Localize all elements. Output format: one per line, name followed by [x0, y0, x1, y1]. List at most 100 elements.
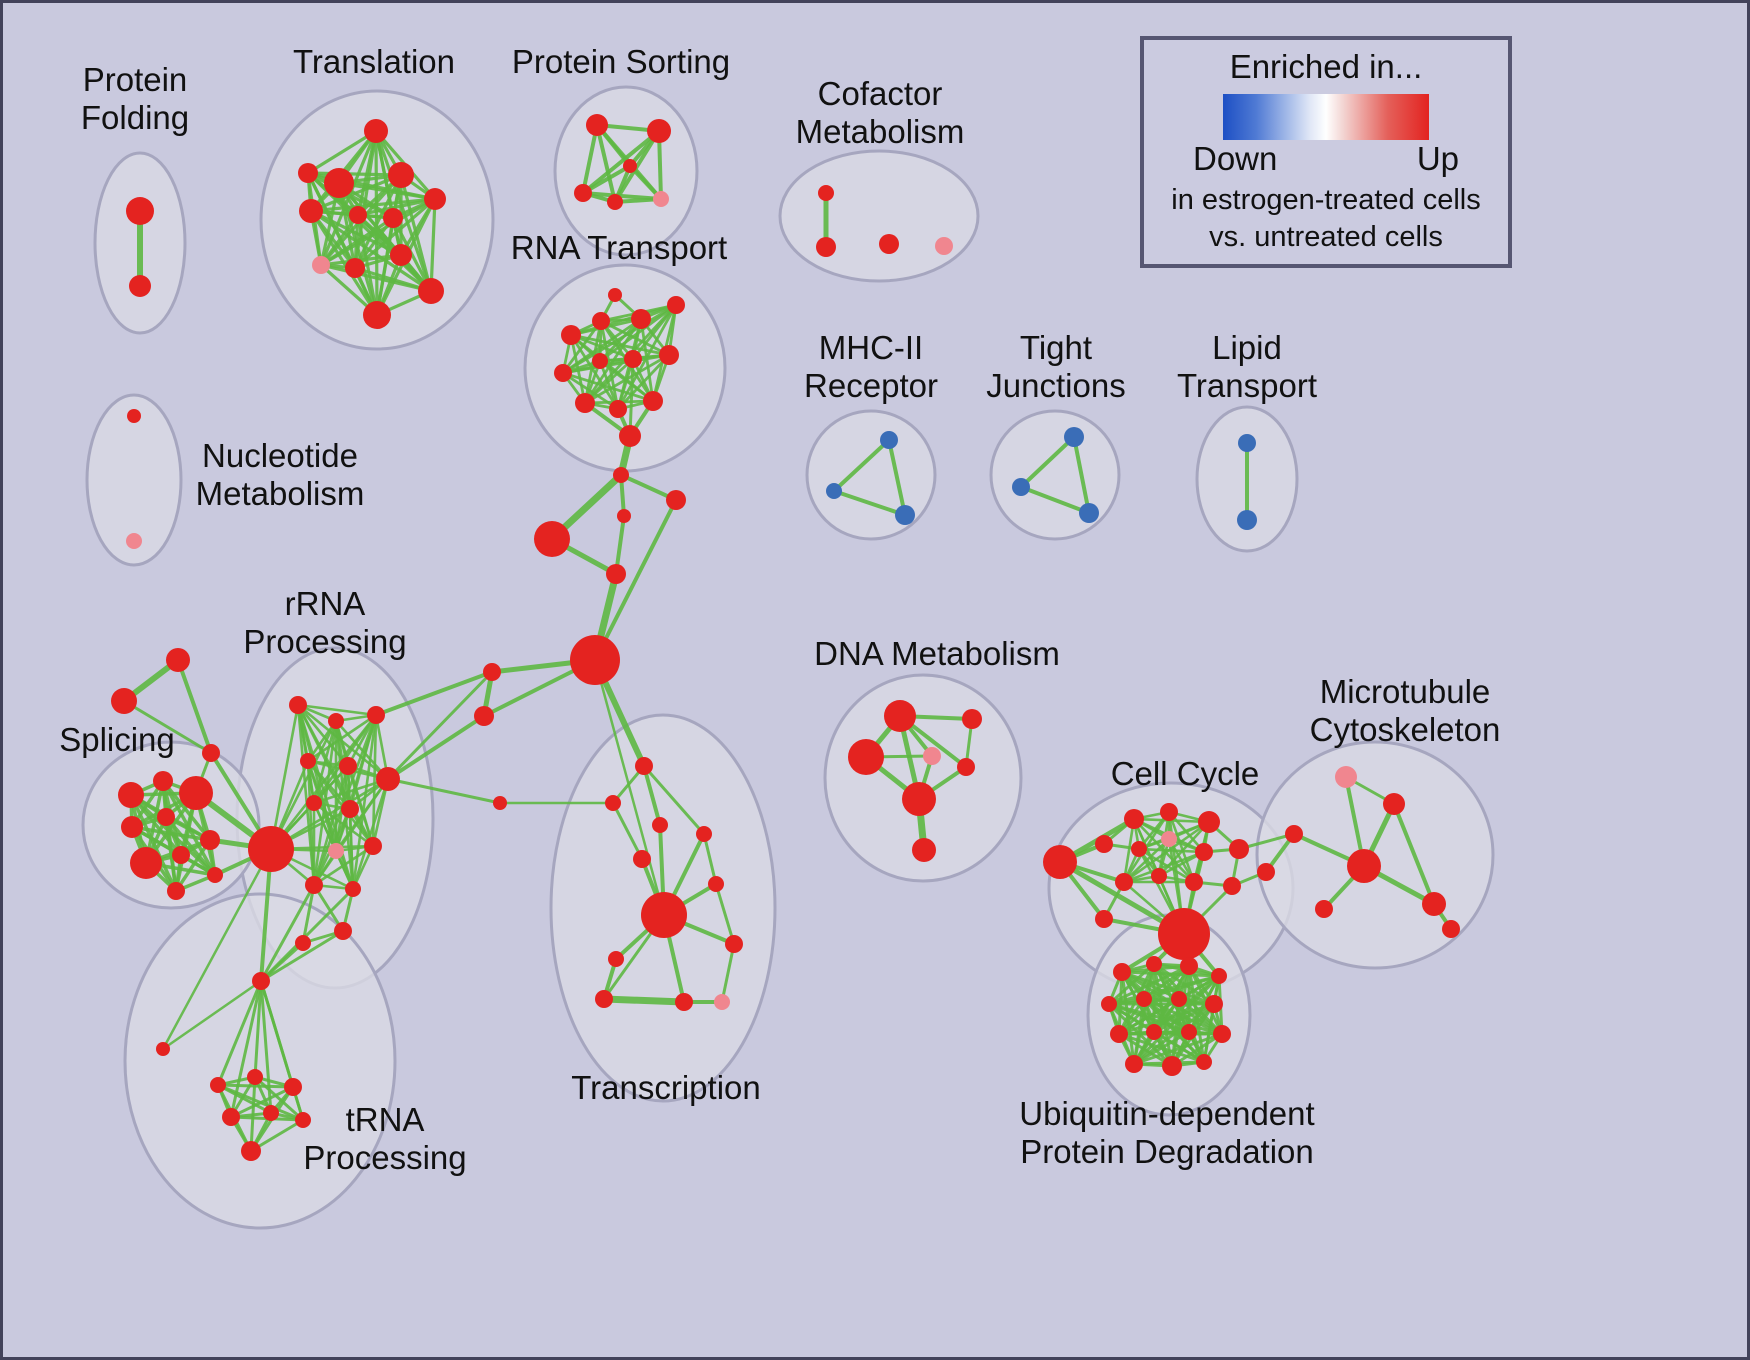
cluster-nucleotide-metabolism-ellipse [85, 393, 183, 567]
node-d2 [962, 709, 982, 729]
node-nm2 [126, 533, 142, 549]
node-u5 [1101, 996, 1117, 1012]
node-cm1 [818, 185, 834, 201]
edge-h7-q6 [386, 714, 486, 781]
node-x3 [202, 744, 220, 762]
cluster-nucleotide-metabolism-label: Metabolism [196, 475, 365, 512]
edge-q5-q12 [312, 764, 350, 887]
edge-q16-tn2 [216, 979, 263, 1087]
edge-hub-tx6 [593, 658, 666, 917]
node-tx6 [641, 892, 687, 938]
node-s2 [647, 119, 671, 143]
cluster-dna-metabolism-label: DNA Metabolism [814, 635, 1060, 672]
node-tn8 [241, 1141, 261, 1161]
edge-q12-q14 [312, 883, 345, 933]
edge-u10-u15 [1152, 1030, 1206, 1064]
node-cc5 [1131, 841, 1147, 857]
node-mt1 [1335, 766, 1357, 788]
edge-r4-r5 [561, 303, 678, 375]
node-r2 [592, 312, 610, 330]
node-r3 [631, 309, 651, 329]
node-cc12 [1185, 873, 1203, 891]
edge-q3-q12 [312, 713, 378, 887]
node-r7 [624, 350, 642, 368]
edge-u2-u5 [1107, 962, 1156, 1006]
node-r8 [659, 345, 679, 365]
edge-q3-q13 [351, 713, 378, 891]
cluster-ubiquitin-dependent-protein-degradation-label: Ubiquitin-dependent [1019, 1095, 1314, 1132]
node-tx11 [675, 993, 693, 1011]
node-u15 [1196, 1054, 1212, 1070]
layer-nodes [111, 114, 1460, 1161]
node-q5 [339, 757, 357, 775]
cluster-ubiquitin-dependent-protein-degradation-label: Protein Degradation [1020, 1133, 1314, 1170]
edge-t5-t7 [356, 197, 437, 217]
node-r6 [592, 353, 608, 369]
edge-h2-hub [593, 498, 678, 662]
cluster-tight-junctions-ellipse [989, 409, 1121, 541]
cluster-cell-cycle-label: Cell Cycle [1111, 755, 1260, 792]
edge-q1-q9 [269, 703, 300, 851]
cluster-cofactor-metabolism-label: Metabolism [796, 113, 965, 150]
node-mh2 [826, 483, 842, 499]
edge-cc1-cc10 [1122, 817, 1136, 884]
node-cc3 [1198, 811, 1220, 833]
cluster-microtubule-cytoskeleton-label: Cytoskeleton [1310, 711, 1501, 748]
edge-sp8-sp9 [174, 838, 212, 893]
node-cc4 [1095, 835, 1113, 853]
node-x1 [166, 648, 190, 672]
cluster-protein-sorting-label: Protein Sorting [512, 43, 730, 80]
node-u7 [1171, 991, 1187, 1007]
node-cm3 [879, 234, 899, 254]
edge-u12-u13 [1132, 1032, 1224, 1066]
node-mh1 [880, 431, 898, 449]
node-tn4 [284, 1078, 302, 1096]
legend-up-label: Up [1416, 140, 1459, 177]
edge-tn3-tn7 [253, 1075, 305, 1122]
node-sp6 [130, 847, 162, 879]
node-sp4 [121, 816, 143, 838]
node-tx9 [608, 951, 624, 967]
node-cc6 [1161, 831, 1177, 847]
node-sp3 [179, 776, 213, 810]
edge-tn9-q16 [161, 979, 263, 1051]
cluster-protein-folding-label: Folding [81, 99, 189, 136]
edge-tj2-tj3 [1019, 485, 1091, 515]
node-d6 [902, 782, 936, 816]
node-h1 [613, 467, 629, 483]
node-tx8 [725, 935, 743, 953]
edge-tj1-tj2 [1019, 435, 1076, 489]
node-cc9 [1043, 845, 1077, 879]
node-s6 [623, 159, 637, 173]
node-d7 [912, 838, 936, 862]
node-cc7 [1195, 843, 1213, 861]
node-sp2 [153, 771, 173, 791]
cluster-trna-processing-label: tRNA [346, 1101, 425, 1138]
node-q10 [328, 843, 344, 859]
edge-tx4-tx7 [702, 832, 718, 886]
node-q9 [248, 826, 294, 872]
cluster-microtubule-cytoskeleton-label: Microtubule [1320, 673, 1491, 710]
node-u8 [1205, 995, 1223, 1013]
node-cc8 [1229, 839, 1249, 859]
node-d1 [884, 700, 916, 732]
node-q15 [295, 935, 311, 951]
node-q14 [334, 922, 352, 940]
node-q16 [252, 972, 270, 990]
legend-down-label: Down [1193, 140, 1278, 177]
node-t4 [388, 162, 414, 188]
cluster-tight-junctions-label: Junctions [986, 367, 1125, 404]
node-t13 [363, 301, 391, 329]
node-tj2 [1012, 478, 1030, 496]
node-h4 [617, 509, 631, 523]
cluster-lipid-transport-label: Lipid [1212, 329, 1282, 366]
cluster-mhc-ii-receptor-label: Receptor [804, 367, 938, 404]
cluster-nucleotide-metabolism-label: Nucleotide [202, 437, 358, 474]
edge-q5-q11 [346, 764, 375, 848]
edge-t4-t10 [353, 173, 403, 270]
edge-u7-u12 [1177, 997, 1224, 1036]
cluster-cofactor-metabolism-label: Cofactor [818, 75, 943, 112]
